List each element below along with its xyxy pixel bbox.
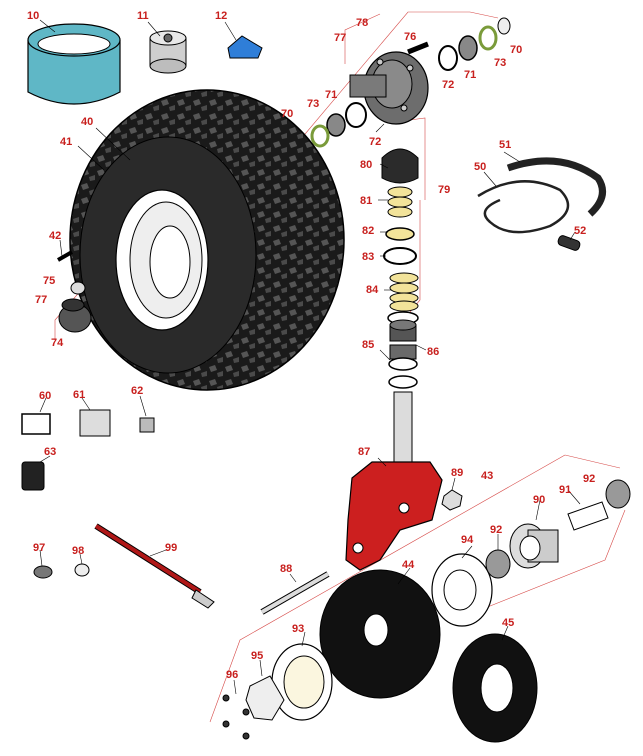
callout-12: 12 [215,10,228,22]
hub-cap-part [58,298,92,333]
callout-98: 98 [72,545,85,557]
leader-lines [39,19,581,695]
rim-half-left-part [271,643,333,721]
inner-tube-part [452,633,538,743]
callout-91: 91 [559,484,572,496]
callout-73-left: 73 [307,98,320,110]
callout-61: 61 [73,389,86,401]
rim-half-right-part [431,553,493,627]
caster-bearing-parts [387,311,419,389]
callout-72-left: 72 [369,136,382,148]
callout-88: 88 [280,563,293,575]
callout-60: 60 [39,390,52,402]
callout-77-tire: 77 [35,294,48,306]
hose-loop-part [477,180,570,234]
valve-stem-part [57,250,73,262]
wheel-bearing-left-part [485,549,511,579]
callout-92-left: 92 [490,524,503,536]
bearing-plate-part [245,675,285,721]
callout-76: 76 [404,31,417,43]
caster-fork-part [345,461,443,571]
callout-79: 79 [438,184,451,196]
callout-71-right: 71 [464,69,477,81]
callout-84: 84 [366,284,379,296]
callout-11: 11 [137,10,149,22]
callout-92-right: 92 [583,473,596,485]
fork-nut-part [441,489,463,511]
dust-cap-part [381,148,419,184]
lug-nut-part [70,281,86,295]
axle-bolt-shank [261,572,329,614]
callout-89: 89 [451,467,464,479]
hose-large-part [506,157,606,217]
wheel-stud-part [407,41,429,55]
callout-52: 52 [574,225,587,237]
spring-washer-part [385,227,415,241]
oil-filter-part [149,30,187,74]
callout-42: 42 [49,230,62,242]
spring-part [387,186,413,218]
callout-97: 97 [33,542,46,554]
callout-93: 93 [292,623,305,635]
callout-45: 45 [502,617,515,629]
callout-72-right: 72 [442,79,455,91]
hose-fitting-part [557,235,581,251]
callout-40: 40 [81,116,94,128]
grommet-part [74,563,90,577]
battery-cable-sleeve [94,524,202,594]
tire-and-rim-part [69,89,345,391]
callout-82: 82 [362,225,375,237]
snap-ring-part [383,247,417,265]
callout-85: 85 [362,339,375,351]
callout-78: 78 [356,17,369,29]
bearing-housing-part [509,523,559,569]
small-switch-part [139,417,155,433]
callout-63: 63 [44,446,57,458]
callout-96: 96 [226,669,239,681]
filter-band-part [27,23,121,105]
callout-90: 90 [533,494,546,506]
wheel-bearing-right-part [605,479,631,509]
callout-73-right: 73 [494,57,507,69]
callout-70-left: 70 [281,108,294,120]
callout-87: 87 [358,446,371,458]
connector-block-part [79,409,111,437]
blue-bracket-part [227,35,263,59]
spacer-tube-part [567,501,609,531]
callout-44: 44 [402,559,415,571]
caster-tire-part [319,569,441,699]
callout-71-left: 71 [325,89,338,101]
callout-83: 83 [362,251,375,263]
callout-74: 74 [51,337,64,349]
callout-94: 94 [461,534,474,546]
callout-86: 86 [427,346,440,358]
callout-95: 95 [251,650,264,662]
callout-81: 81 [360,195,373,207]
callout-10: 10 [27,10,40,22]
plug-part [33,565,53,579]
callout-77-hub: 77 [334,32,347,44]
cable-terminal-part [191,589,215,609]
callout-51: 51 [499,139,512,151]
callout-99: 99 [165,542,178,554]
spring-stack-part [389,272,419,312]
hub-assembly-part [349,51,429,125]
callout-43: 43 [481,470,494,482]
callout-50: 50 [474,161,487,173]
callout-70-right: 70 [510,44,523,56]
callout-80: 80 [360,159,373,171]
relay-part [21,413,51,435]
rocker-switch-part [21,461,45,491]
callout-62: 62 [131,385,144,397]
callout-75: 75 [43,275,56,287]
small-nuts-part [222,694,250,740]
callout-41: 41 [60,136,73,148]
